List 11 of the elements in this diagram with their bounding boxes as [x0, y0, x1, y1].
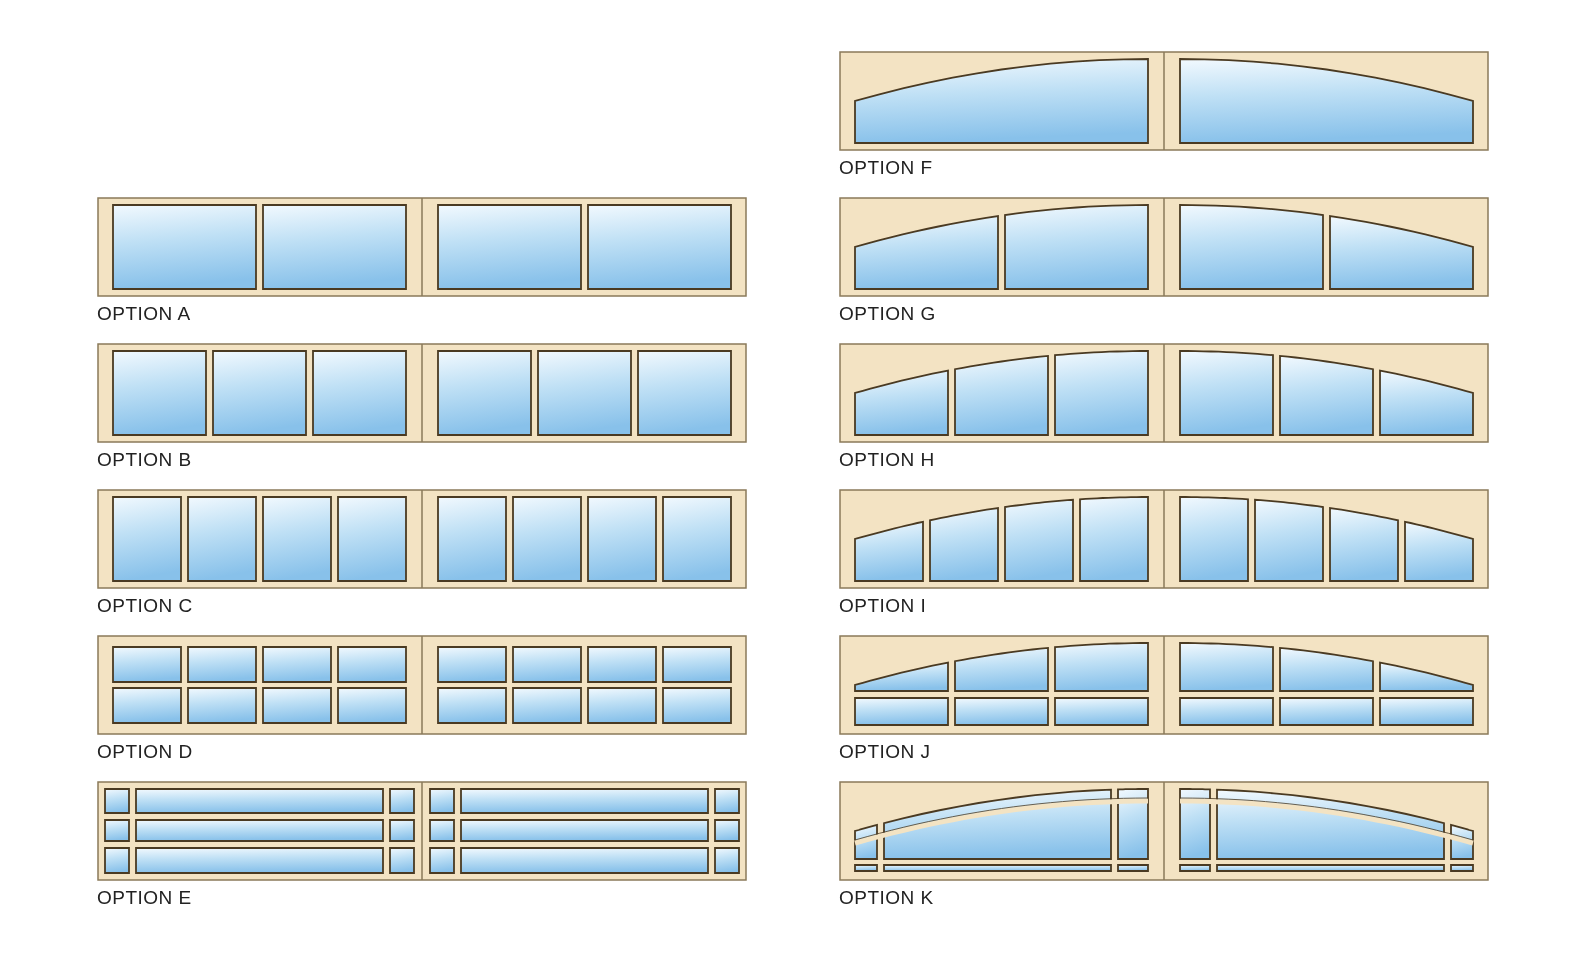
option-label: OPTION D — [97, 741, 193, 763]
option-label: OPTION I — [839, 595, 927, 617]
option-label: OPTION E — [97, 887, 192, 909]
option-label: OPTION C — [97, 595, 193, 617]
option-label: OPTION K — [839, 887, 934, 909]
option-label: OPTION F — [839, 157, 933, 179]
option-label: OPTION H — [839, 449, 935, 471]
option-label: OPTION A — [97, 303, 191, 325]
option-label: OPTION G — [839, 303, 936, 325]
option-label: OPTION J — [839, 741, 931, 763]
option-label: OPTION B — [97, 449, 192, 471]
